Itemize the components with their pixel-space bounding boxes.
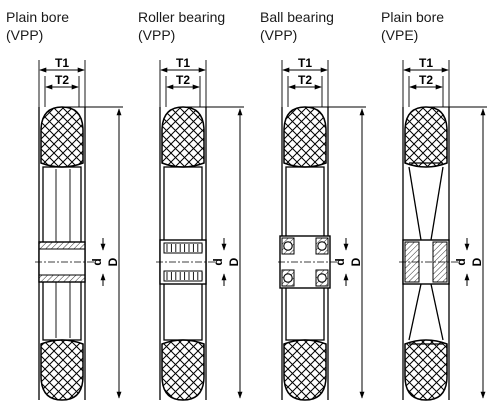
ball <box>317 241 327 251</box>
tire-tread-top <box>40 106 84 168</box>
roller-cage-bottom <box>163 270 203 282</box>
tire-tread-top <box>161 106 205 168</box>
t1-label: T1 <box>55 56 69 70</box>
D-label: D <box>227 257 241 266</box>
d-label: d <box>333 258 347 265</box>
tire-tread-bottom <box>283 339 327 401</box>
ball <box>283 241 293 251</box>
spoke-outlines <box>408 166 444 341</box>
t2-label: T2 <box>176 73 190 87</box>
D-label: D <box>106 257 120 266</box>
D-label: D <box>470 257 484 266</box>
t1-label: T1 <box>298 56 312 70</box>
ball <box>283 273 293 283</box>
tire-tread-bottom <box>404 339 448 401</box>
t2-label: T2 <box>298 73 312 87</box>
tire-tread-bottom <box>161 339 205 401</box>
d-label: d <box>211 258 225 265</box>
d-label: d <box>454 258 468 265</box>
d-label: d <box>90 258 104 265</box>
t2-label: T2 <box>419 73 433 87</box>
column-title-plain-bore-vpp: Plain bore(VPP) <box>6 9 70 43</box>
tire-tread-bottom <box>40 339 84 401</box>
t2-label: T2 <box>55 73 69 87</box>
roller-cage-top <box>163 242 203 254</box>
column-title-plain-bore-vpe: Plain bore(VPE) <box>381 9 445 43</box>
hub-hatch-bottom <box>38 274 86 283</box>
hub-hatch-top <box>38 241 86 250</box>
column-title-roller-bearing-vpp: Roller bearing(VPP) <box>138 9 226 43</box>
tire-tread-top <box>404 106 448 168</box>
column-title-ball-bearing-vpp: Ball bearing(VPP) <box>260 9 334 43</box>
tire-tread-top <box>283 106 327 168</box>
ball <box>317 273 327 283</box>
t1-label: T1 <box>419 56 433 70</box>
D-label: D <box>349 257 363 266</box>
t1-label: T1 <box>176 56 190 70</box>
